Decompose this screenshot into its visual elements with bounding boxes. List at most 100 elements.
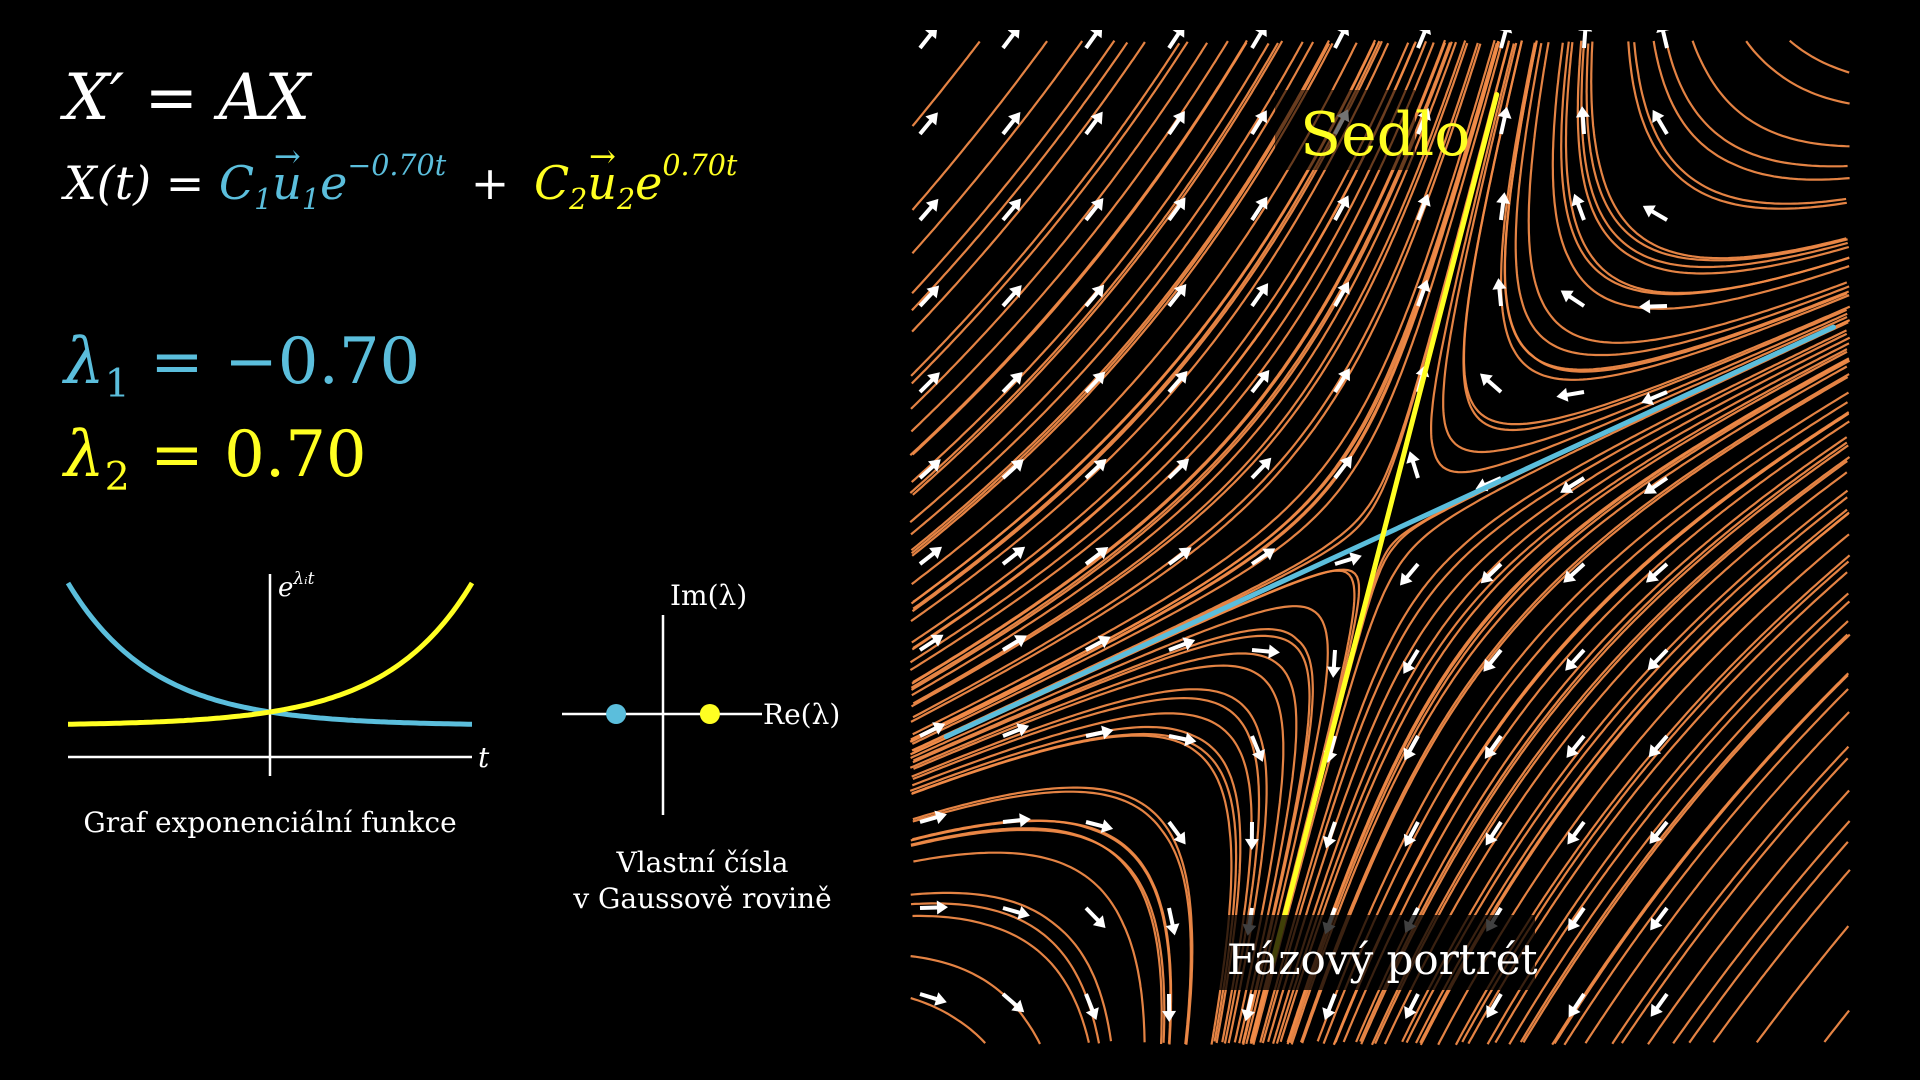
eigenvalue-point-positive — [699, 704, 720, 724]
streamline — [910, 41, 1453, 691]
field-arrow — [1566, 734, 1586, 758]
streamline — [911, 40, 1504, 745]
field-arrow — [919, 722, 946, 738]
field-arrow — [1496, 192, 1511, 221]
field-arrow — [1499, 30, 1513, 49]
streamline — [911, 41, 1146, 333]
field-arrow — [1250, 110, 1267, 136]
streamline — [1494, 600, 1851, 1044]
solution-plus: + — [470, 156, 510, 210]
field-arrow — [1650, 906, 1669, 931]
field-arrow — [1251, 644, 1280, 659]
streamline — [910, 42, 1181, 377]
streamline — [910, 42, 1498, 741]
solution-term2: C2u2e0.70t — [534, 140, 737, 214]
streamline — [910, 605, 1329, 1045]
field-arrow — [1643, 476, 1669, 494]
system-equation: X′ = AX — [64, 66, 310, 130]
solution-equation: X(t) = C1u1e−0.70t + C2u2e0.70t — [64, 140, 737, 214]
streamline — [1286, 358, 1850, 1045]
streamline — [910, 43, 1482, 723]
field-arrow — [1652, 109, 1669, 136]
field-arrow — [1334, 552, 1362, 566]
field-arrow — [918, 112, 938, 136]
eigenvalue-point-negative — [606, 704, 627, 724]
field-arrow — [1568, 906, 1586, 931]
field-arrow — [1642, 205, 1669, 222]
streamline — [1508, 620, 1849, 1045]
field-arrow — [1416, 108, 1431, 135]
field-arrow — [1250, 457, 1272, 480]
lambda1-symbol: λ — [64, 325, 105, 399]
streamline — [911, 41, 1458, 697]
streamline — [1519, 633, 1849, 1043]
streamline — [910, 39, 1330, 552]
field-arrow — [1084, 30, 1103, 50]
solution-lhs: X(t) = — [64, 156, 205, 210]
streamline — [910, 40, 1229, 433]
streamline — [1527, 42, 1848, 344]
streamline — [1299, 373, 1850, 1043]
field-arrow — [1162, 993, 1177, 1022]
field-arrow — [1168, 637, 1196, 652]
field-arrow — [1568, 992, 1586, 1018]
field-arrow — [918, 459, 941, 480]
field-arrow — [1168, 732, 1197, 747]
solution-term1: C1u1e−0.70t — [218, 140, 446, 214]
streamline — [1486, 592, 1850, 1045]
field-arrow — [1167, 111, 1185, 136]
streamline — [1514, 42, 1850, 357]
streamline — [911, 712, 1253, 1043]
streamline — [910, 955, 1041, 1045]
term1-coef: C — [218, 156, 255, 210]
field-arrow — [1167, 547, 1192, 566]
streamline — [1301, 376, 1849, 1044]
streamline — [912, 40, 1467, 705]
field-arrow — [1002, 906, 1030, 920]
streamline — [911, 41, 1129, 312]
streamline — [910, 902, 1101, 1044]
field-arrow — [1480, 562, 1503, 584]
field-arrow — [1001, 372, 1023, 394]
streamline — [1500, 42, 1850, 381]
caption-backdrop — [1205, 915, 1535, 990]
streamline — [1672, 820, 1851, 1045]
streamline — [1430, 43, 1848, 474]
field-arrow — [1002, 813, 1031, 828]
streamline — [1688, 841, 1849, 1044]
field-arrow — [1403, 821, 1420, 847]
exp-graph-y-label: eλᵢt — [278, 569, 315, 603]
streamline — [1755, 925, 1850, 1044]
field-arrow — [1556, 387, 1585, 402]
field-arrow — [1322, 821, 1337, 849]
streamline — [910, 997, 986, 1044]
streamline — [912, 627, 1314, 1046]
field-arrow — [1492, 278, 1507, 307]
field-arrow — [1250, 30, 1267, 50]
streamline — [1564, 41, 1850, 295]
field-arrow — [1241, 993, 1255, 1022]
streamline — [911, 734, 1233, 1045]
streamline — [1322, 401, 1849, 1045]
field-arrow — [918, 285, 940, 308]
streamline — [1712, 869, 1851, 1043]
streamline — [1252, 321, 1849, 1045]
field-arrow — [1567, 820, 1586, 845]
streamline — [911, 39, 1116, 295]
field-arrow — [1646, 562, 1669, 583]
field-arrow — [1649, 820, 1669, 844]
field-arrow — [1333, 30, 1349, 49]
term1-vector-sub: 1 — [301, 182, 321, 216]
phase-portrait-title: Sedlo — [1300, 100, 1470, 170]
field-arrow — [1084, 371, 1106, 394]
streamline — [910, 42, 1209, 410]
field-arrow — [1333, 281, 1350, 307]
field-arrow — [1084, 458, 1107, 480]
lambda1-equation: λ1 = −0.70 — [64, 330, 420, 404]
field-arrow — [1497, 106, 1512, 135]
vector-field-arrows — [918, 30, 1670, 1022]
eigen-plane-im-label: Im(λ) — [670, 579, 747, 612]
streamline — [909, 42, 1435, 672]
field-arrow — [1167, 30, 1185, 50]
field-arrow — [1656, 30, 1670, 49]
